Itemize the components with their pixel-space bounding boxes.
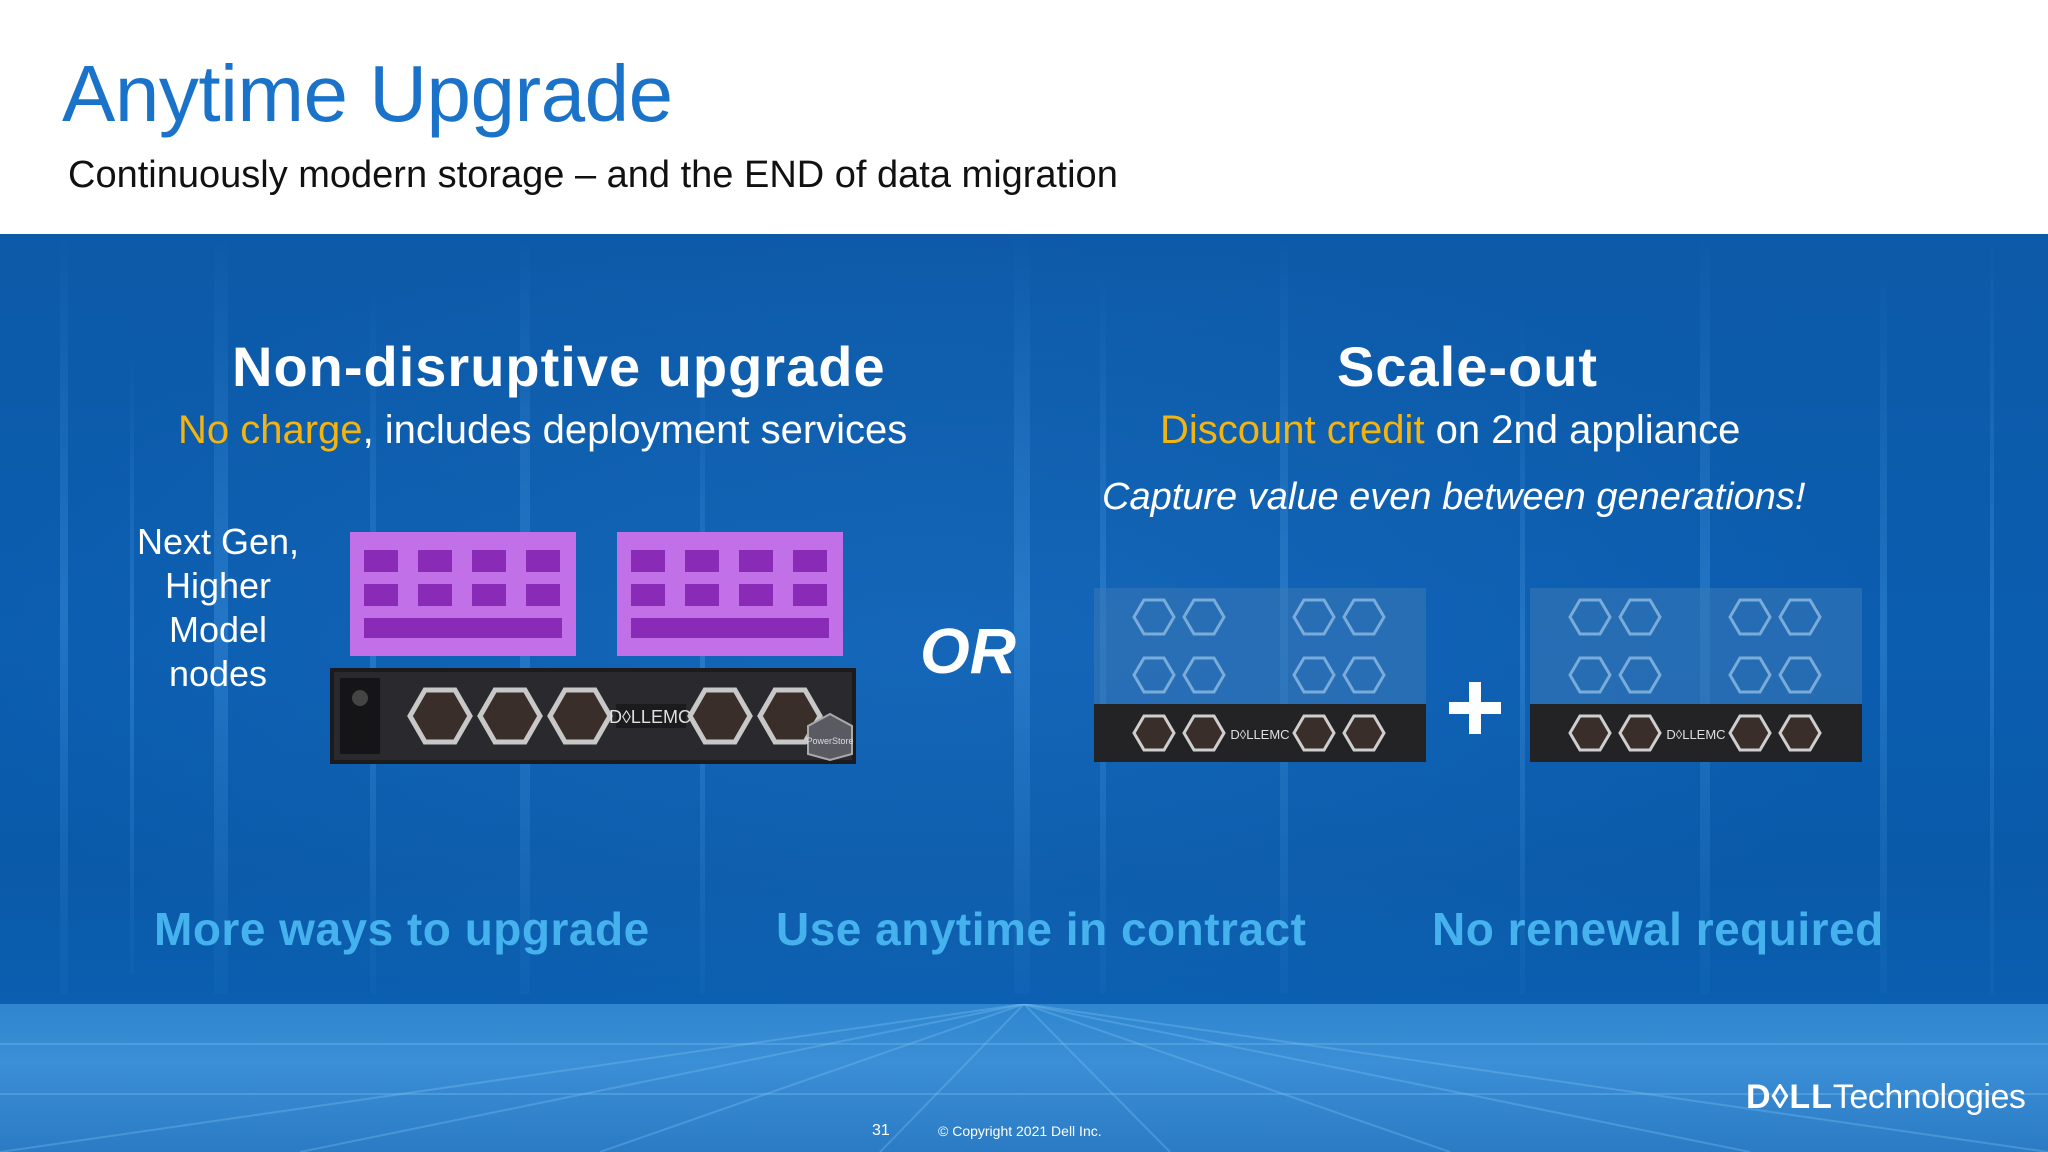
- right-server-brand-2: D◊LLEMC: [1666, 727, 1725, 742]
- logo-bold: D◊LL: [1746, 1078, 1833, 1116]
- right-server-brand-1: D◊LLEMC: [1230, 727, 1289, 742]
- next-gen-node-2: [617, 532, 843, 656]
- right-heading: Scale-out: [1337, 335, 1599, 398]
- right-subheading: Discount credit on 2nd appliance: [1160, 408, 1740, 453]
- left-sub-rest: , includes deployment services: [362, 408, 908, 452]
- right-sub-rest: on 2nd appliance: [1424, 408, 1741, 452]
- right-sub-highlight: Discount credit: [1160, 408, 1425, 452]
- left-sub-highlight: No charge: [178, 408, 363, 452]
- slide-subtitle: Continuously modern storage – and the EN…: [68, 154, 1118, 196]
- left-server-brand: D◊LLEMC: [609, 707, 691, 727]
- powerstore-appliance: D◊LLEMC PowerStore: [330, 668, 856, 764]
- or-label: OR: [920, 615, 1016, 687]
- slide-title: Anytime Upgrade: [62, 49, 673, 138]
- next-gen-node-1: [350, 532, 576, 656]
- logo-text: Technologies: [1832, 1078, 2026, 1116]
- benefit-anytime: Use anytime in contract: [776, 903, 1307, 955]
- dell-technologies-logo: D◊LLTechnologies: [1746, 1078, 2026, 1117]
- scale-out-appliance-1: D◊LLEMC: [1094, 588, 1426, 762]
- left-subheading: No charge, includes deployment services: [178, 408, 907, 453]
- right-tagline: Capture value even between generations!: [1102, 476, 1806, 518]
- reflective-floor: [0, 1004, 2048, 1152]
- next-gen-label: Next Gen, Higher Model nodes: [136, 521, 300, 694]
- slide-header: Anytime Upgrade Continuously modern stor…: [0, 0, 2048, 234]
- left-heading: Non-disruptive upgrade: [232, 335, 886, 398]
- benefit-no-renewal: No renewal required: [1432, 903, 1884, 955]
- plus-icon: [1449, 682, 1501, 734]
- scale-out-appliance-2: D◊LLEMC: [1530, 588, 1862, 762]
- left-server-model: PowerStore: [806, 736, 853, 746]
- copyright: © Copyright 2021 Dell Inc.: [938, 1123, 1102, 1139]
- page-number: 31: [872, 1122, 890, 1139]
- benefit-more-ways: More ways to upgrade: [154, 903, 650, 955]
- floor-perspective-lines: [0, 1004, 2048, 1152]
